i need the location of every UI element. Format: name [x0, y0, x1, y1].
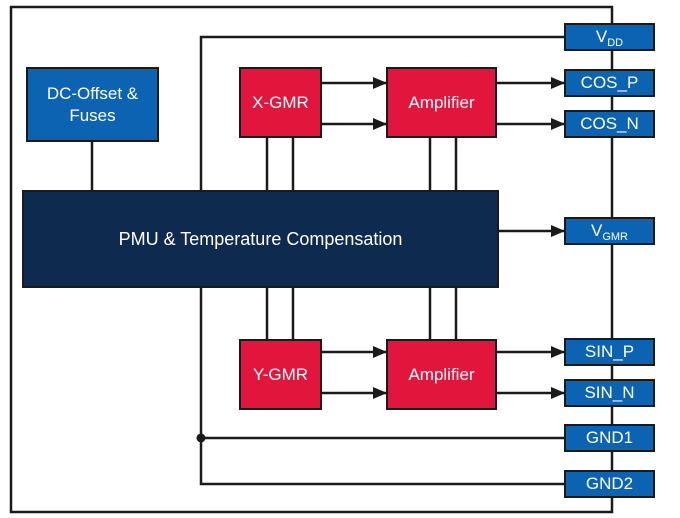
pin-gnd2: GND2 [564, 470, 655, 498]
dc-offset-label-line1: DC-Offset & [46, 84, 139, 104]
pin-sin-n-label: SIN_N [584, 383, 635, 403]
pin-gnd2-label: GND2 [585, 474, 634, 494]
amplifier-bottom-label: Amplifier [408, 364, 475, 384]
chip-boundary [9, 5, 614, 514]
pin-cos-p-label: COS_P [580, 73, 639, 93]
gnd-rail [199, 287, 566, 486]
pin-sin-p: SIN_P [564, 338, 655, 366]
pin-sin-p-label: SIN_P [584, 342, 635, 362]
amplifier-top-label: Amplifier [408, 92, 475, 112]
pin-cos-n: COS_N [564, 110, 655, 138]
y-gmr-block: Y-GMR [239, 339, 322, 410]
amplifier-top-block: Amplifier [386, 67, 497, 138]
dc-offset-fuses-block: DC-Offset & Fuses [26, 67, 159, 142]
y-gmr-label: Y-GMR [252, 364, 309, 384]
pin-gnd1-label: GND1 [585, 428, 634, 448]
pin-vgmr-label: VGMR [590, 221, 628, 244]
pmu-label: PMU & Temperature Compensation [118, 228, 403, 249]
pmu-block: PMU & Temperature Compensation [22, 190, 499, 288]
pin-sin-n: SIN_N [564, 379, 655, 407]
amplifier-bottom-block: Amplifier [386, 339, 497, 410]
pin-cos-n-label: COS_N [580, 114, 639, 134]
x-gmr-label: X-GMR [252, 92, 309, 112]
pin-cos-p: COS_P [564, 69, 655, 97]
dc-offset-label-line2: Fuses [69, 105, 116, 125]
pin-vgmr: VGMR [564, 217, 655, 245]
pin-vdd-label: VDD [595, 27, 624, 50]
pin-vdd: VDD [564, 23, 655, 51]
gnd-junction-dot [196, 433, 206, 443]
vdd-rail [199, 35, 566, 190]
x-gmr-block: X-GMR [239, 67, 322, 138]
pin-gnd1: GND1 [564, 424, 655, 452]
